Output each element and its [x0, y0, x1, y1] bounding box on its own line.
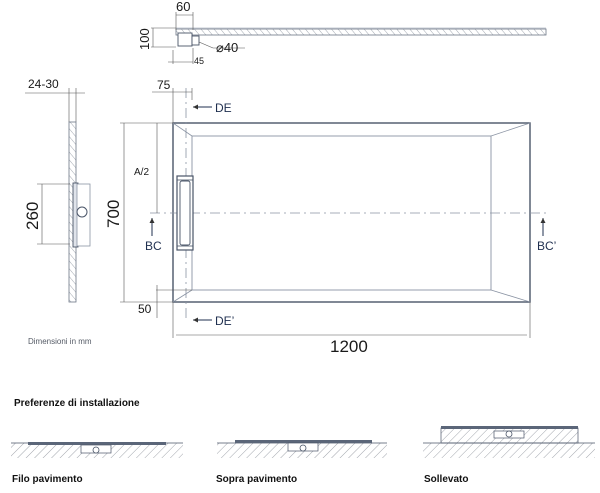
top-section-view: 60 100 45 ⌀40 — [137, 0, 547, 66]
dim-diameter: ⌀40 — [216, 40, 238, 55]
install-filo-pavimento — [11, 442, 183, 458]
section-marker-bc-prime: BC’ — [537, 239, 556, 253]
section-marker-de-prime: DE’ — [215, 314, 234, 328]
installation-title: Preferenze di installazione — [14, 398, 140, 409]
drain-channel — [176, 175, 194, 251]
dim-drain-width: 60 — [176, 0, 190, 14]
caption-sopra-pavimento: Sopra pavimento — [216, 474, 298, 485]
dim-offset: 45 — [194, 56, 204, 66]
dim-half: A/2 — [134, 167, 149, 178]
dim-depth: 700 — [104, 200, 123, 228]
dim-drain-height: 100 — [137, 28, 152, 50]
caption-filo-pavimento: Filo pavimento — [12, 474, 83, 485]
dim-drain-position: 260 — [23, 202, 42, 230]
install-sollevato — [423, 426, 595, 458]
dim-bottom: 50 — [138, 302, 152, 316]
dim-thickness: 24-30 — [28, 77, 59, 91]
section-marker-de: DE — [215, 101, 232, 115]
dim-edge: 75 — [157, 78, 171, 92]
plan-view: 75 DE DE’ 700 A/2 BC BC’ 50 1200 — [104, 78, 556, 356]
units-note: Dimensioni in mm — [28, 337, 92, 346]
dim-length: 1200 — [330, 337, 368, 356]
caption-sollevato: Sollevato — [424, 474, 469, 485]
tray-outline — [172, 122, 531, 303]
install-sopra-pavimento — [217, 440, 387, 458]
side-view: 24-30 260 — [23, 77, 91, 303]
section-marker-bc: BC — [145, 239, 162, 253]
